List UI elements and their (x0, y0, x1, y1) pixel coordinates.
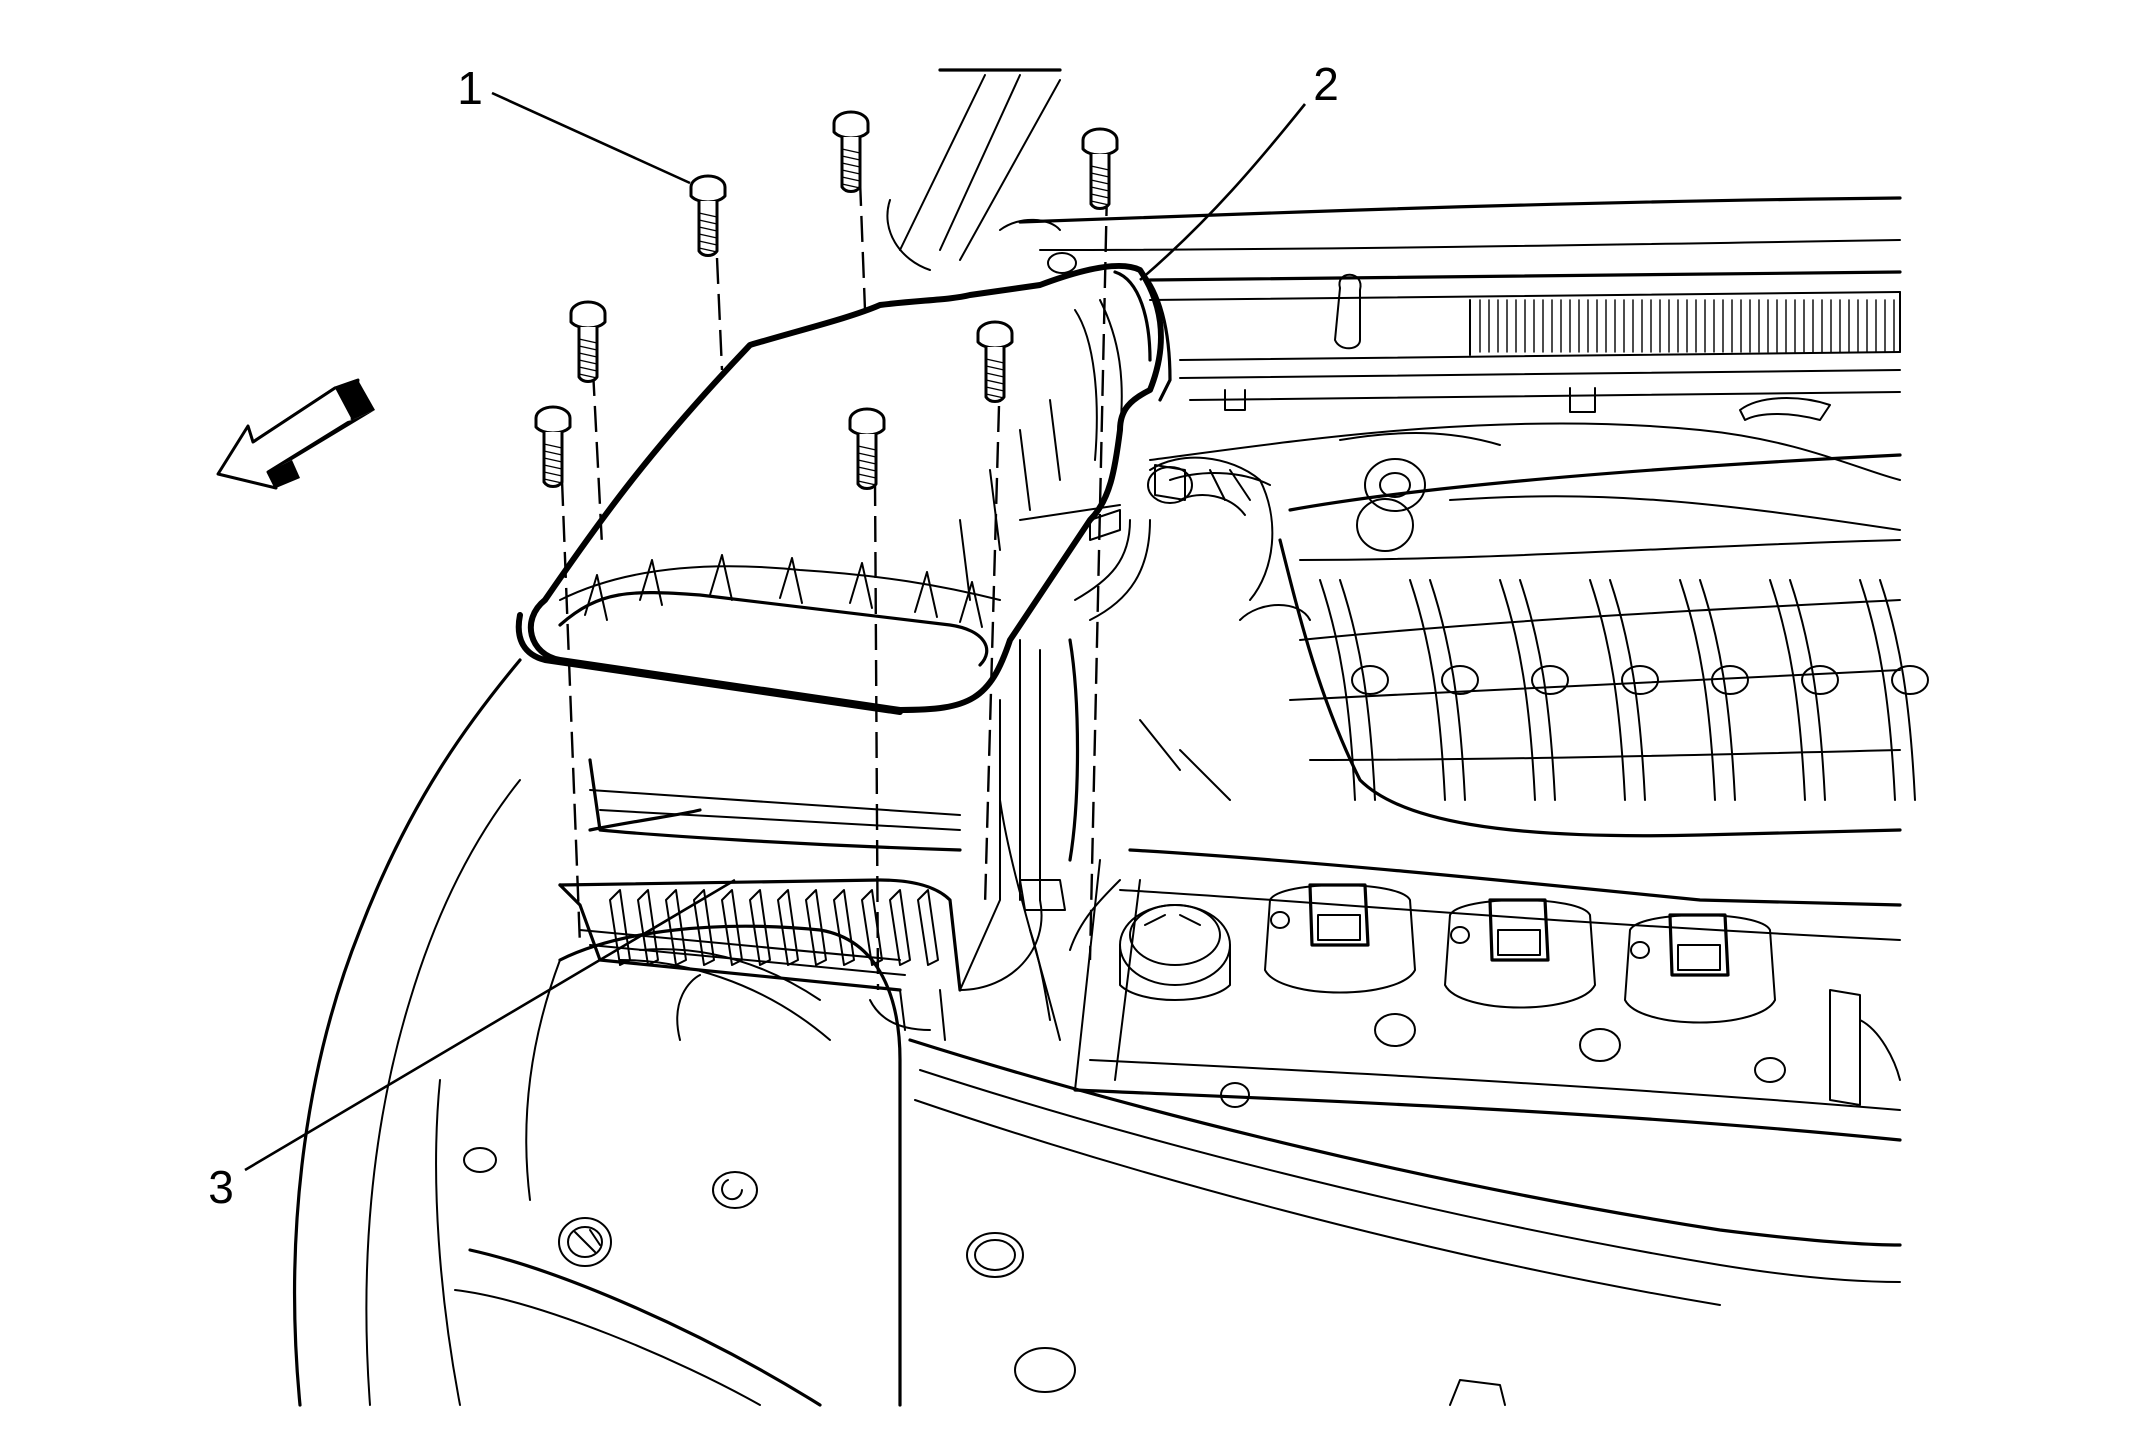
air-cleaner-cover (515, 252, 1172, 715)
bolt-icon (832, 110, 870, 193)
oil-fill-cap (1119, 904, 1231, 1001)
bolt-icon (534, 405, 572, 488)
cowl-panel (886, 68, 1902, 421)
callout-3: 3 (208, 1161, 234, 1213)
bolt-icon (569, 300, 607, 383)
bolt-icon (848, 407, 886, 490)
bolt-icon (689, 174, 727, 257)
vehicle-body (293, 658, 1902, 1407)
ignition-coil (1624, 913, 1776, 1024)
air-cleaner-cover-bolts (534, 110, 1119, 490)
ignition-coil (1444, 898, 1596, 1009)
housing-ribs (609, 889, 939, 966)
bolt-icon (976, 320, 1014, 403)
ignition-coils (1264, 883, 1776, 1024)
air-cleaner-housing (558, 519, 1151, 1041)
ignition-coil (1264, 883, 1416, 994)
intake-runners (1289, 579, 1929, 801)
cover-ribs (584, 399, 1061, 628)
engine-assembly (999, 422, 1929, 1142)
bolt-icon (1081, 127, 1119, 210)
callout-2: 2 (1313, 58, 1339, 110)
callout-leaders (244, 91, 1307, 1172)
bolt-alignment-lines (560, 179, 1109, 991)
cowl-vent-grille (1469, 291, 1901, 356)
arrow-icon (216, 378, 375, 490)
callout-1: 1 (457, 62, 483, 114)
